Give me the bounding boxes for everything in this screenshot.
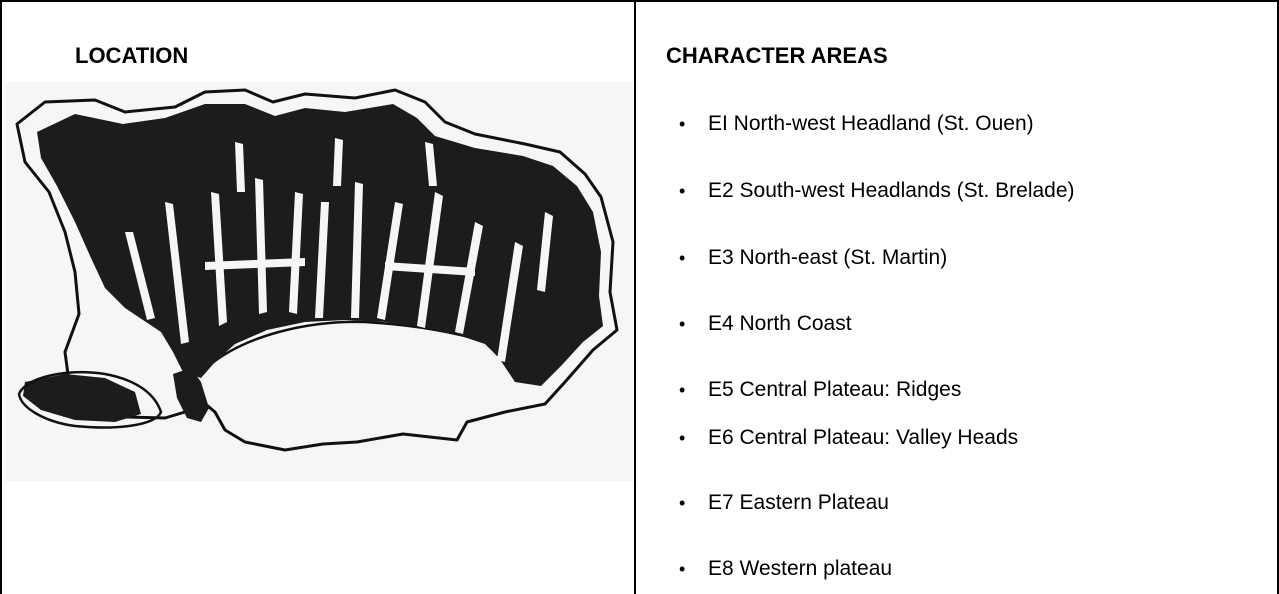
area-label: E4 North Coast — [708, 312, 852, 335]
area-label: E8 Western plateau — [708, 557, 893, 580]
southwest-headland-outline — [17, 370, 163, 429]
location-map — [5, 82, 633, 482]
area-label: EI North-west Headland (St. Ouen) — [708, 112, 1034, 135]
area-label: E3 North-east (St. Martin) — [708, 246, 948, 269]
character-areas-heading: CHARACTER AREAS — [666, 43, 888, 68]
table-left-border — [0, 0, 2, 594]
southwest-headland — [23, 374, 141, 422]
location-heading: LOCATION — [75, 43, 189, 68]
table-right-border — [1277, 0, 1279, 594]
table-top-border — [0, 0, 1279, 2]
valley-lines — [125, 138, 553, 362]
island-map-graphic — [15, 88, 619, 452]
area-label: E7 Eastern Plateau — [708, 491, 889, 514]
south-peninsula — [173, 368, 209, 422]
area-label: E6 Central Plateau: Valley Heads — [708, 426, 1019, 449]
table-column-divider — [634, 0, 636, 594]
area-label: E2 South-west Headlands (St. Brelade) — [708, 179, 1075, 202]
area-label: E5 Central Plateau: Ridges — [708, 378, 962, 401]
